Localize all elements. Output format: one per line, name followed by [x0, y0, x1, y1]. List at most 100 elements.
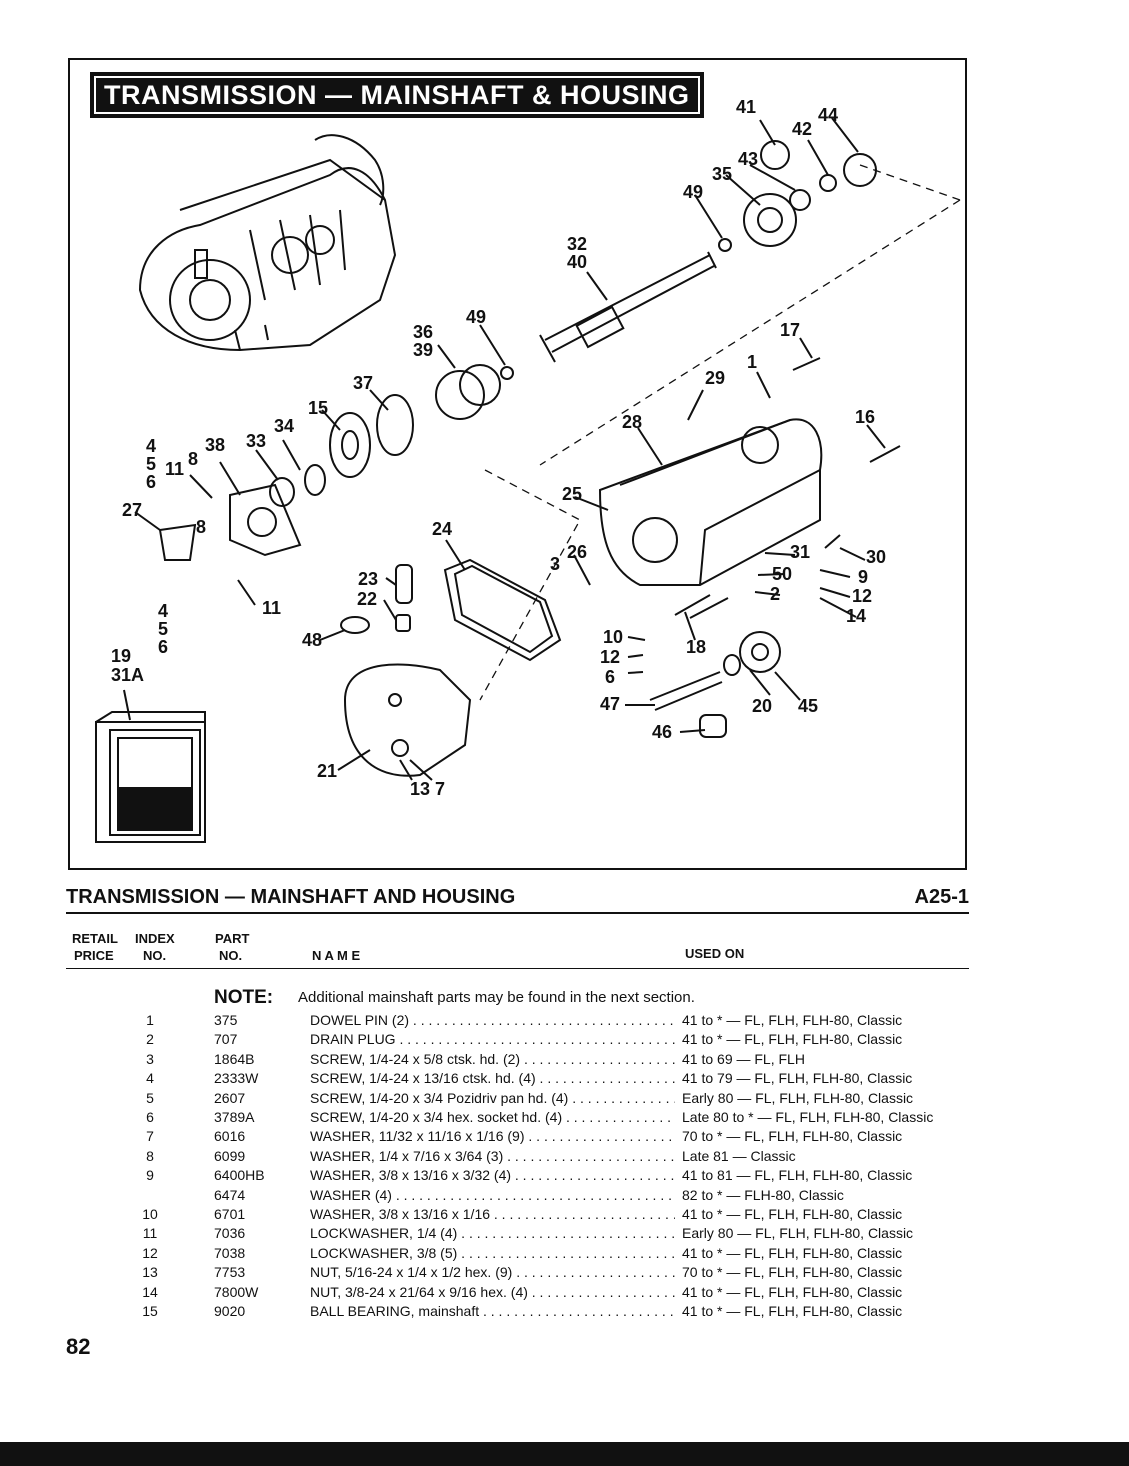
- callout-36: 36: [413, 322, 433, 342]
- callout-38: 38: [205, 435, 225, 455]
- callout-49b: 49: [466, 307, 486, 327]
- callout-41: 41: [736, 97, 756, 117]
- callout-17: 17: [780, 320, 800, 340]
- index-no-cell: 13: [142, 1264, 158, 1281]
- part-no-cell: 3789A: [214, 1109, 255, 1125]
- used-on-cell: Early 80 — FL, FLH, FLH-80, Classic: [682, 1089, 914, 1106]
- part-no-cell: 707: [214, 1031, 238, 1048]
- callout-31: 31: [790, 542, 810, 562]
- used-on-cell: Late 80 to * — FL, FLH, FLH-80, Classic: [682, 1109, 934, 1125]
- callout-11b: 11: [262, 598, 281, 618]
- callout-21: 21: [317, 761, 337, 781]
- callout-30: 30: [866, 547, 886, 567]
- diagram-frame: [68, 58, 967, 870]
- callout-28: 28: [622, 412, 642, 432]
- part-name-cell: WASHER, 3/8 x 13/16 x 3/32 (4) . . . . .…: [310, 1167, 675, 1184]
- callout-10: 10: [603, 627, 623, 647]
- part-no-cell: 7036: [214, 1225, 246, 1242]
- index-no-cell: 7: [146, 1128, 154, 1145]
- index-no-cell: 3: [146, 1050, 154, 1067]
- index-no-cell: 1: [146, 1012, 154, 1028]
- section-title: TRANSMISSION — MAINSHAFT AND HOUSING: [66, 886, 516, 908]
- callout-22: 22: [357, 589, 377, 609]
- part-name-cell: NUT, 3/8-24 x 21/64 x 9/16 hex. (4) . . …: [310, 1283, 675, 1300]
- callout-35: 35: [712, 164, 732, 184]
- callout-44: 44: [818, 105, 838, 125]
- part-name-cell: LOCKWASHER, 3/8 (5) . . . . . . . . . . …: [310, 1244, 675, 1261]
- index-no-cell: 5: [146, 1089, 154, 1106]
- callout-46: 46: [652, 722, 672, 742]
- index-no-cell: 11: [142, 1225, 158, 1242]
- part-name-cell: WASHER (4) . . . . . . . . . . . . . . .…: [310, 1186, 675, 1203]
- used-on-cell: 41 to 69 — FL, FLH: [682, 1050, 805, 1067]
- index-no-cell: 14: [142, 1283, 158, 1300]
- note-label: NOTE:: [214, 987, 274, 1008]
- callout-43: 43: [738, 149, 758, 169]
- part-no-cell: 2607: [214, 1089, 246, 1106]
- index-no-cell: 8: [146, 1147, 154, 1164]
- part-name-cell: WASHER, 11/32 x 11/16 x 1/16 (9) . . . .…: [310, 1128, 675, 1145]
- callout-6b: 6: [158, 637, 168, 657]
- part-no-cell: 2333W: [214, 1070, 259, 1087]
- used-on-cell: 70 to * — FL, FLH, FLH-80, Classic: [682, 1128, 903, 1145]
- used-on-cell: 41 to * — FL, FLH, FLH-80, Classic: [682, 1012, 903, 1028]
- index-no-cell: 10: [142, 1206, 158, 1222]
- index-no-cell: 4: [146, 1070, 154, 1087]
- used-on-cell: 41 to 79 — FL, FLH, FLH-80, Classic: [682, 1070, 913, 1087]
- used-on-cell: 41 to * — FL, FLH, FLH-80, Classic: [682, 1244, 903, 1261]
- callout-32: 32: [567, 234, 587, 254]
- part-name-cell: LOCKWASHER, 1/4 (4) . . . . . . . . . . …: [310, 1225, 675, 1242]
- part-name-cell: SCREW, 1/4-24 x 5/8 ctsk. hd. (2) . . . …: [310, 1050, 675, 1067]
- part-name-cell: DOWEL PIN (2) . . . . . . . . . . . . . …: [310, 1012, 675, 1028]
- part-name-cell: BALL BEARING, mainshaft . . . . . . . . …: [310, 1303, 675, 1319]
- callout-29: 29: [705, 368, 725, 388]
- part-no-cell: 6400HB: [214, 1167, 265, 1184]
- callout-1: 1: [747, 352, 757, 372]
- mainshaft-drawing: [539, 251, 717, 363]
- callout-4: 4: [146, 436, 156, 456]
- part-no-cell: 7038: [214, 1244, 246, 1261]
- gear-35-drawing: [743, 193, 797, 247]
- header-used-on: USED ON: [685, 946, 745, 961]
- part-no-cell: 6701: [214, 1206, 246, 1222]
- callout-2: 2: [770, 584, 780, 604]
- index-no-cell: 15: [142, 1303, 158, 1319]
- part-name-cell: WASHER, 3/8 x 13/16 x 1/16 . . . . . . .…: [310, 1206, 675, 1222]
- part-no-cell: 375: [214, 1012, 238, 1028]
- index-no-cell: 2: [146, 1031, 154, 1048]
- callout-37: 37: [353, 373, 373, 393]
- bottom-scan-border: [0, 1442, 1129, 1466]
- part-no-cell: 6474: [214, 1186, 246, 1203]
- callout-4b: 4: [158, 601, 168, 621]
- used-on-cell: 41 to * — FL, FLH, FLH-80, Classic: [682, 1206, 903, 1222]
- callout-5: 5: [146, 454, 156, 474]
- part-no-cell: 9020: [214, 1303, 246, 1319]
- transmission-assembly-drawing: [138, 134, 397, 352]
- callout-23: 23: [358, 569, 378, 589]
- callout-5b: 5: [158, 619, 168, 639]
- index-no-cell: 9: [146, 1167, 154, 1184]
- used-on-cell: 41 to * — FL, FLH, FLH-80, Classic: [682, 1303, 903, 1319]
- title-rule: [66, 912, 969, 914]
- part-name-cell: SCREW, 1/4-24 x 13/16 ctsk. hd. (4) . . …: [310, 1070, 675, 1087]
- callout-25: 25: [562, 484, 582, 504]
- callout-20: 20: [752, 696, 772, 716]
- callout-18: 18: [686, 637, 706, 657]
- callout-34: 34: [274, 416, 294, 436]
- callout-6c: 6: [605, 667, 615, 687]
- callout-39: 39: [413, 340, 433, 360]
- callout-33: 33: [246, 431, 266, 451]
- used-on-cell: Late 81 — Classic: [682, 1147, 796, 1164]
- used-on-cell: 82 to * — FLH-80, Classic: [682, 1186, 844, 1203]
- parts-catalog-box-drawing: [95, 711, 206, 843]
- page-number: 82: [66, 1334, 91, 1359]
- part-no-cell: 6016: [214, 1128, 246, 1145]
- callout-27: 27: [122, 500, 142, 520]
- callout-24: 24: [432, 519, 452, 539]
- used-on-cell: 41 to * — FL, FLH, FLH-80, Classic: [682, 1283, 903, 1300]
- callout-42: 42: [792, 119, 812, 139]
- callout-13-7: 13 7: [410, 779, 445, 799]
- callout-12b: 12: [600, 647, 620, 667]
